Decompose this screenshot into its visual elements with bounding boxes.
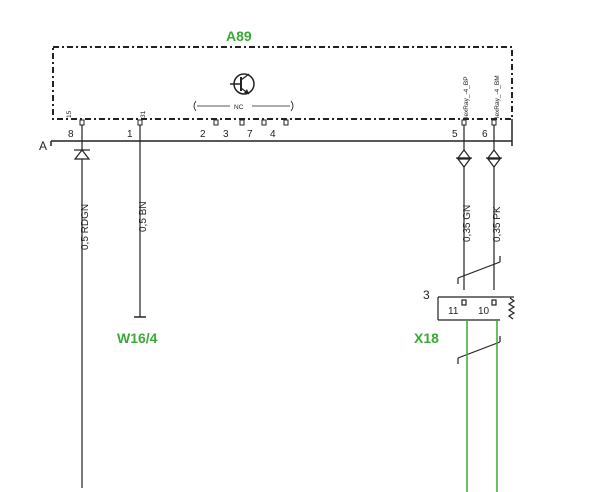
pin-name-1: 31 xyxy=(140,110,147,118)
twisted-pair-upper xyxy=(457,256,501,284)
pin-number-6: 6 xyxy=(482,129,488,140)
twisted-pair-lower xyxy=(457,336,501,364)
pin-number-4: 4 xyxy=(270,129,276,140)
connector-a-label: A xyxy=(39,139,47,153)
wire-label-6: 0,35 PK xyxy=(492,206,503,242)
transistor-icon xyxy=(230,73,255,95)
pin-number-7: 7 xyxy=(247,129,253,140)
wire-label-8: 0,5 RDGN xyxy=(80,204,91,250)
ground-label: W16/4 xyxy=(117,330,158,346)
pin-number-3: 3 xyxy=(223,129,229,140)
module-label: A89 xyxy=(226,28,252,44)
pin-number-1: 1 xyxy=(127,129,133,140)
connector-arrow-icon xyxy=(73,149,91,160)
pin-number-5: 5 xyxy=(452,129,458,140)
pin-name-6: lexRay_-4_BM xyxy=(494,75,501,118)
connector-x18-box xyxy=(437,296,516,321)
x18-position-label: 3 xyxy=(423,288,430,302)
wire-label-1: 0,5 BN xyxy=(138,201,149,232)
connector-diamond-icon xyxy=(486,125,502,290)
pin-squares xyxy=(79,119,497,126)
pin-name-8: 15 xyxy=(66,110,73,118)
pin-name-5: lexRay_-4_BP xyxy=(463,76,470,118)
pin-number-2: 2 xyxy=(200,129,206,140)
x18-pin-11: 11 xyxy=(448,306,459,317)
pin-number-8: 8 xyxy=(68,129,74,140)
x18-pin-10: 10 xyxy=(478,306,490,317)
connector-diamond-icon xyxy=(456,125,472,290)
wire-label-5: 0,35 GN xyxy=(462,205,473,242)
x18-label: X18 xyxy=(414,330,439,346)
nc-label: NC xyxy=(234,104,244,111)
module-boundary xyxy=(52,46,513,120)
nc-bracket xyxy=(193,100,294,112)
